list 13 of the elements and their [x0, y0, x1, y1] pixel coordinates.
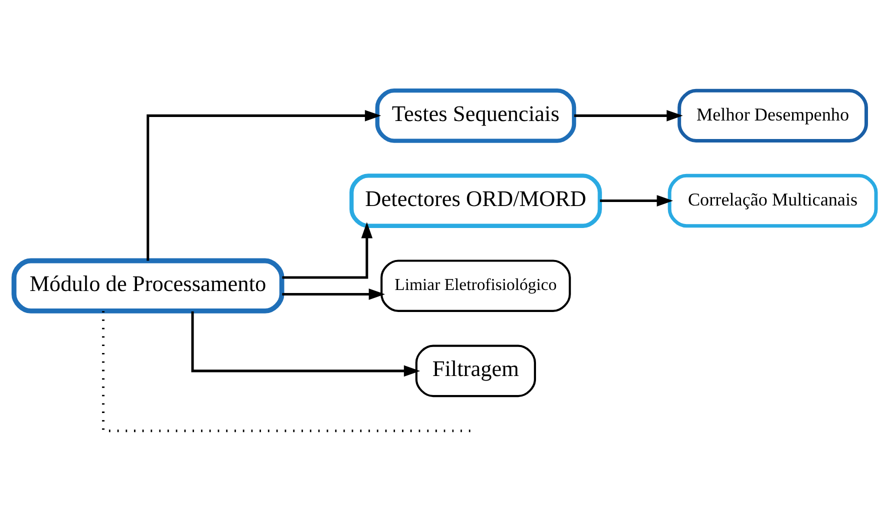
node-box: Filtragem: [415, 344, 536, 397]
node-box: Módulo de Processamento: [12, 258, 284, 313]
arrow: [282, 222, 373, 278]
node-box: Detectores ORD/MORD: [349, 173, 602, 228]
arrow: [574, 110, 683, 121]
node-box: Testes Sequenciais: [375, 88, 576, 142]
node-box: Correlação Multicanais: [668, 173, 878, 228]
arrow: [191, 310, 420, 376]
arrow: [600, 194, 674, 206]
arrow: [282, 288, 386, 300]
node-box: Limiar Eletrofisiológico: [380, 259, 571, 312]
node-box: Melhor Desempenho: [678, 88, 868, 142]
arrow: [146, 110, 382, 260]
